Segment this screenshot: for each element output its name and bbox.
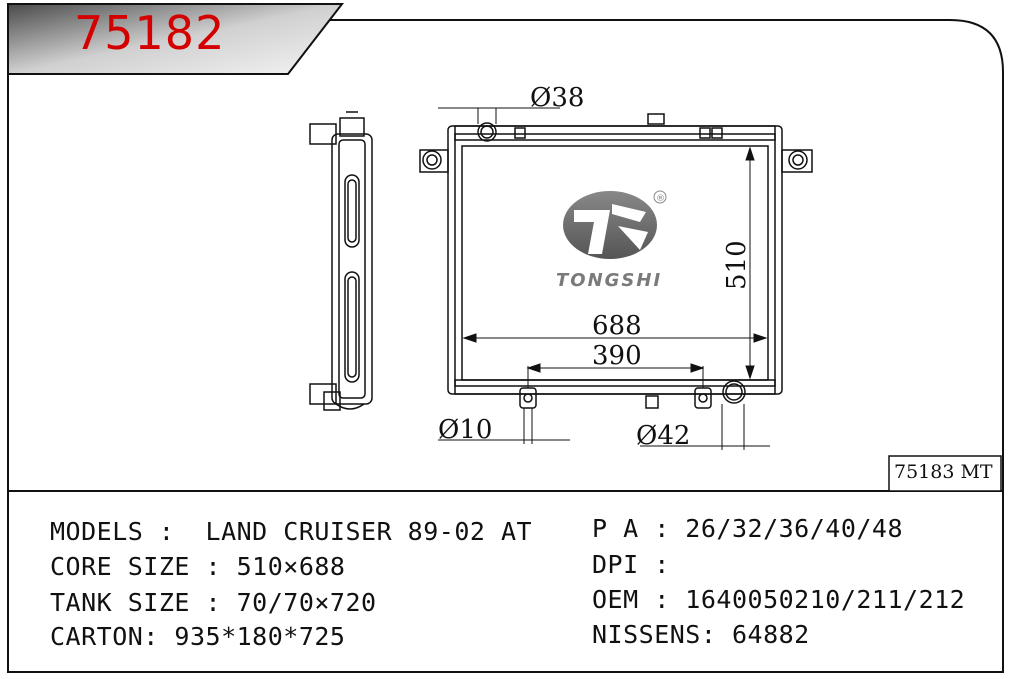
- spec-carton: CARTON: 935*180*725: [50, 622, 346, 651]
- sheet-border: [7, 19, 1004, 673]
- dim-core-width: 688: [592, 311, 642, 341]
- dim-drain-diameter: Ø10: [438, 415, 492, 445]
- dimension-lines: [438, 107, 770, 450]
- spec-tank-size: TANK SIZE : 70/70×720: [50, 588, 377, 617]
- brand-name: TONGSHI: [556, 270, 663, 291]
- alt-ref-box: [888, 455, 1002, 492]
- spec-dpi: DPI :: [592, 550, 670, 579]
- spec-core-size: CORE SIZE : 510×688: [50, 552, 346, 581]
- radiator-side-view: [309, 111, 373, 411]
- spec-oem: OEM : 1640050210/211/212: [592, 585, 966, 614]
- title-banner: [7, 3, 345, 75]
- alt-reference: 75183 MT: [894, 461, 993, 483]
- spec-nissens: NISSENS: 64882: [592, 620, 810, 649]
- spec-models: MODELS : LAND CRUISER 89-02 AT: [50, 517, 533, 546]
- dim-mount-spacing: 390: [592, 341, 642, 371]
- tongshi-logo-icon: ®: [563, 190, 667, 259]
- part-number: 75182: [74, 6, 226, 60]
- spec-pa: P A : 26/32/36/40/48: [592, 514, 904, 543]
- dim-core-height: 510: [722, 240, 752, 290]
- dim-outlet-diameter: Ø42: [636, 421, 690, 451]
- registered-mark: ®: [656, 194, 665, 204]
- dim-inlet-diameter: Ø38: [530, 83, 584, 113]
- radiator-front-view: [419, 113, 813, 409]
